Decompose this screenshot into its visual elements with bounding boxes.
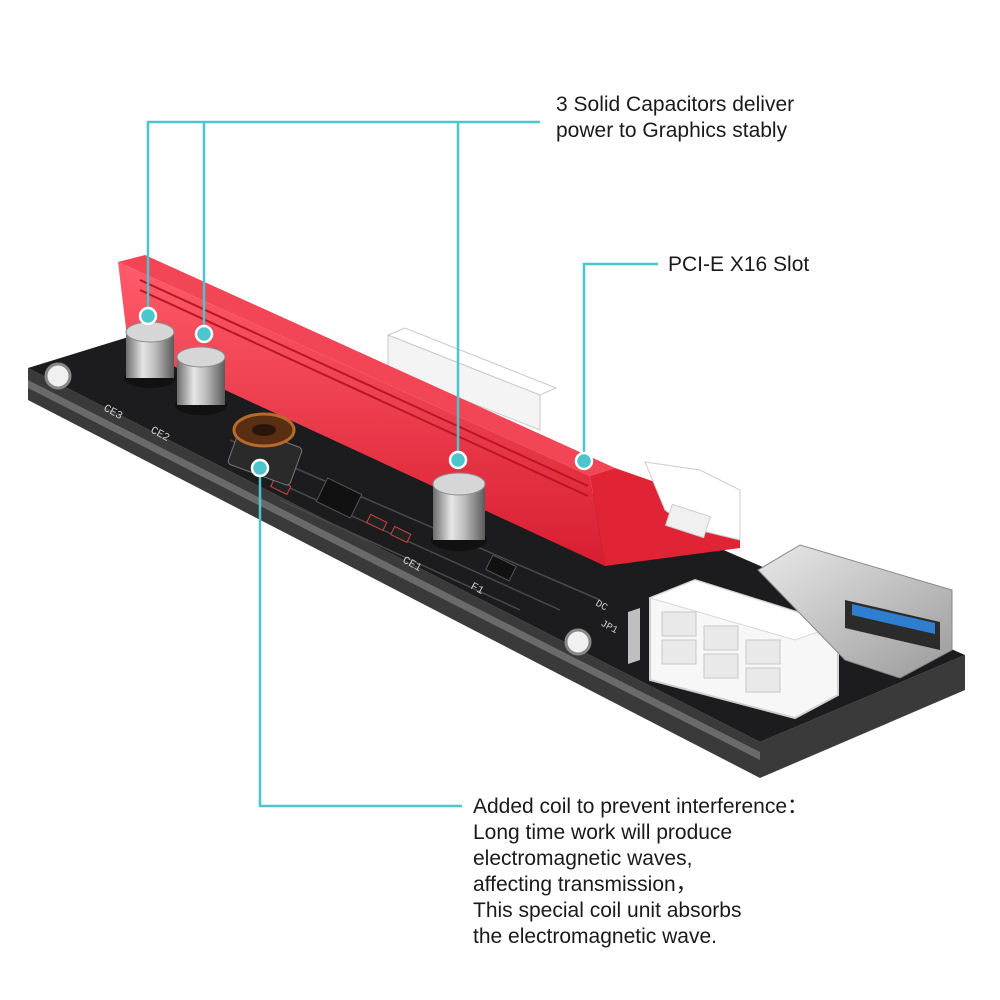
resistor-b bbox=[366, 513, 388, 532]
callout-dot-ce3 bbox=[138, 306, 158, 326]
slot-end bbox=[590, 468, 740, 566]
slot-latch bbox=[644, 461, 741, 541]
mount-hole-right bbox=[564, 628, 592, 656]
capacitor-callout-line-2: power to Graphics stably bbox=[556, 119, 788, 142]
slot-callout-line bbox=[582, 262, 658, 456]
silkscreen-dc: DC bbox=[593, 599, 609, 614]
capacitor-callout-text: 3 Solid Capacitors deliver power to Grap… bbox=[556, 92, 794, 144]
coil-callout-line-6: the electromagnetic wave. bbox=[473, 925, 717, 948]
capacitor-ce3 bbox=[124, 321, 176, 388]
capacitor-icon bbox=[432, 472, 486, 496]
usb3-port bbox=[757, 544, 953, 679]
callout-dots bbox=[138, 306, 594, 478]
pcb-edge-stripe bbox=[28, 380, 760, 760]
coil-callout-line-3: electromagnetic waves, bbox=[473, 847, 693, 870]
coil-callout-line bbox=[258, 472, 462, 808]
slot-ridges bbox=[139, 279, 589, 497]
capacitor-callout-line-1: 3 Solid Capacitors deliver bbox=[556, 93, 795, 116]
capacitor-ce2 bbox=[175, 346, 227, 415]
coil-callout-line-1: Added coil to prevent interference： bbox=[473, 795, 809, 818]
silkscreen-f1: F1 bbox=[468, 581, 486, 598]
six-pin-power-connector bbox=[628, 578, 840, 720]
callout-lines bbox=[146, 120, 658, 808]
callout-dot-ce1 bbox=[448, 450, 468, 470]
fuse-chip bbox=[485, 554, 517, 582]
coil-callout-line-2: Long time work will produce bbox=[473, 821, 733, 844]
coil-callout-line-5: This special coil unit absorbs bbox=[473, 899, 742, 922]
capacitor-ce1 bbox=[431, 472, 487, 551]
capacitor-icon bbox=[176, 346, 226, 368]
resistor-c bbox=[390, 525, 412, 544]
callout-dot-ce2 bbox=[194, 324, 214, 344]
coil-callout-text: Added coil to prevent interference： Long… bbox=[473, 794, 808, 950]
usb-port-icon bbox=[852, 604, 935, 634]
ic-chip bbox=[315, 477, 363, 519]
power-connector-icon bbox=[661, 611, 781, 693]
mount-hole-left bbox=[44, 362, 72, 390]
slot-top bbox=[118, 255, 615, 476]
molex-connector bbox=[386, 327, 558, 431]
coil-inductor bbox=[227, 412, 303, 486]
capacitor-callout-line bbox=[146, 120, 540, 316]
slot-callout-line-1: PCI-E X16 Slot bbox=[668, 253, 810, 276]
coil-callout-line-4: affecting transmission， bbox=[473, 873, 697, 896]
slot-latch-tab bbox=[664, 503, 712, 539]
callout-dot-coil bbox=[250, 458, 270, 478]
callout-dot-slot bbox=[574, 451, 594, 471]
slot-callout-text: PCI-E X16 Slot bbox=[668, 252, 809, 278]
